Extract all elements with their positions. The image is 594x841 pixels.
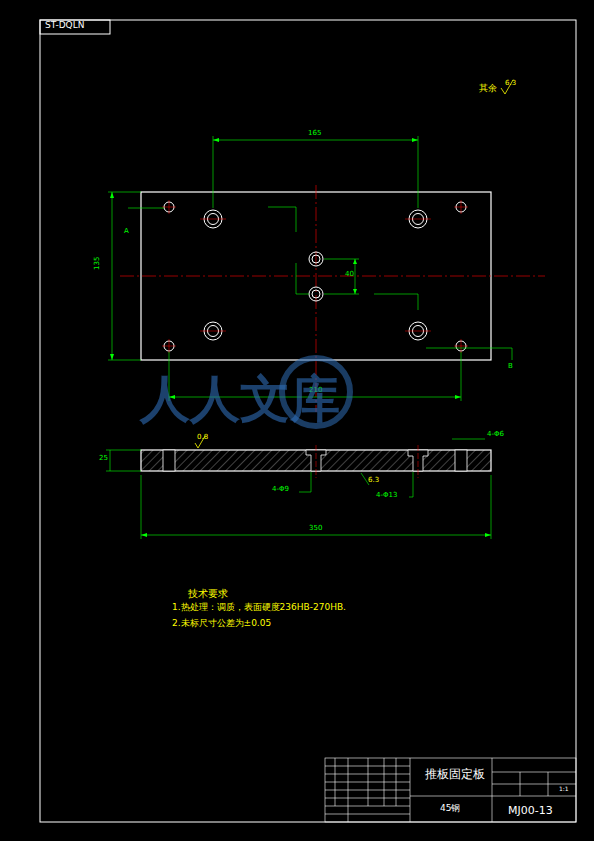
dimension: 25: [99, 455, 108, 463]
section-mark: B: [508, 363, 513, 371]
roughness-value: 6.3: [505, 80, 516, 88]
dimension: 165: [308, 130, 321, 138]
section-view: [106, 436, 491, 539]
drawing-number: MJ00-13: [508, 805, 553, 817]
note-heading: 技术要求: [188, 588, 228, 599]
watermark: 人人文库: [140, 372, 340, 427]
part-name: 推板固定板: [425, 768, 485, 781]
roughness-value: 6.3: [368, 477, 379, 485]
dimension: 135: [94, 257, 102, 270]
dimension: 350: [309, 525, 322, 533]
drawing-number-box: [40, 20, 110, 34]
material: 45钢: [440, 804, 460, 814]
sheet-border: [40, 20, 576, 822]
drawing-code: ST-DQLN: [45, 21, 84, 31]
scale: 1:1: [559, 786, 569, 793]
hole-callout: 4-Φ9: [272, 486, 289, 494]
roughness-note: 其余: [479, 84, 497, 94]
note-line: 1.热处理：调质，表面硬度236HB-270HB.: [172, 603, 346, 613]
section-mark: A: [124, 228, 129, 236]
note-line: 2.未标尺寸公差为±0.05: [172, 619, 271, 629]
hole-callout: 4-Φ6: [487, 431, 504, 439]
roughness-value: 0.8: [197, 434, 208, 442]
plan-view: [108, 136, 545, 412]
dimension: 40: [345, 271, 354, 279]
hole-callout: 4-Φ13: [376, 492, 397, 500]
title-block: [325, 758, 576, 822]
